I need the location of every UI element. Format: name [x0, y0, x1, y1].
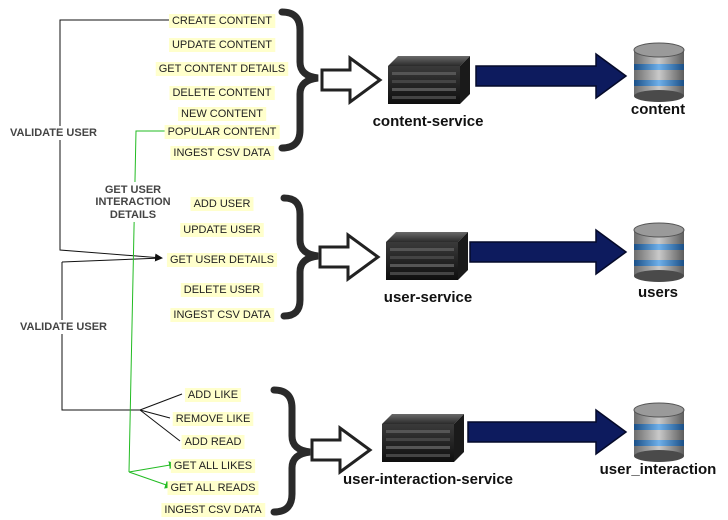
- user-hollow-arrow: [318, 232, 381, 282]
- content-endpoint-label: INGEST CSV DATA: [173, 147, 271, 159]
- user-server-icon: [386, 232, 468, 280]
- interaction-service-label: user-interaction-service: [343, 471, 513, 488]
- content-endpoint-highlight: [168, 14, 276, 28]
- content-service-label: content-service: [373, 113, 484, 130]
- interaction-label-line-2: INTERACTION: [95, 196, 170, 208]
- interaction-brace: [270, 386, 311, 516]
- green-line-trunk: [128, 130, 168, 473]
- content-database-icon: [633, 42, 685, 102]
- user-db-arrow: [469, 228, 628, 276]
- interaction-endpoint-label: GET ALL LIKES: [174, 460, 252, 472]
- content-endpoint-highlight: [164, 125, 280, 139]
- content-endpoint-highlight: [155, 62, 289, 76]
- user-brace: [280, 194, 319, 320]
- user-service-label: user-service: [384, 289, 472, 306]
- content-hollow-arrow: [320, 55, 383, 105]
- validate-user-link: [61, 257, 163, 263]
- user-endpoint-highlight: [180, 283, 264, 297]
- interaction-endpoint-label: ADD READ: [185, 436, 242, 448]
- content-endpoint-highlight: [170, 146, 275, 160]
- user-endpoint-label: INGEST CSV DATA: [173, 309, 271, 321]
- validate-user-label-2: VALIDATE USER: [20, 321, 107, 333]
- user-endpoint-label: GET USER DETAILS: [170, 254, 274, 266]
- green-line-get-all-likes: [128, 461, 177, 473]
- user-endpoint-label: ADD USER: [194, 198, 251, 210]
- content-endpoint-label: DELETE CONTENT: [172, 87, 271, 99]
- interaction-db-arrow: [467, 408, 628, 456]
- interaction-database-label: user_interaction: [600, 461, 717, 478]
- interaction-endpoint-label: GET ALL READS: [171, 482, 256, 494]
- fan-line-remove-like: [139, 409, 171, 419]
- interaction-endpoint-label: ADD LIKE: [188, 389, 238, 401]
- interaction-label-line-3: DETAILS: [110, 209, 156, 221]
- user-endpoint-label: DELETE USER: [184, 284, 260, 296]
- interaction-endpoint-highlight: [161, 503, 266, 517]
- interaction-endpoints: ADD LIKE REMOVE LIKE ADD READ GET ALL LIKES…: [161, 388, 266, 517]
- interaction-endpoint-highlight: [167, 481, 259, 495]
- interaction-endpoint-highlight: [181, 435, 245, 449]
- content-database-label: content: [631, 101, 685, 118]
- content-server-icon: [388, 56, 470, 104]
- users-database-icon: [633, 222, 685, 282]
- content-endpoint-highlight: [168, 38, 276, 52]
- user-endpoint-label: UPDATE USER: [183, 224, 260, 236]
- content-endpoint-label: UPDATE CONTENT: [172, 39, 272, 51]
- validate-user-line-2: [61, 262, 140, 411]
- interaction-server-icon: [382, 414, 464, 462]
- interaction-label-line-1: GET USER: [105, 184, 161, 196]
- interaction-database-icon: [633, 402, 685, 462]
- content-endpoints: CREATE CONTENT UPDATE CONTENT GET CONTENT …: [155, 14, 289, 160]
- content-db-arrow: [475, 52, 628, 100]
- content-endpoint-label: CREATE CONTENT: [172, 15, 272, 27]
- user-endpoint-highlight: [170, 308, 275, 322]
- validate-user-label-1: VALIDATE USER: [10, 127, 97, 139]
- content-endpoint-highlight: [178, 107, 267, 121]
- content-endpoint-highlight: [169, 86, 275, 100]
- content-endpoint-label: POPULAR CONTENT: [168, 126, 277, 138]
- content-brace: [278, 8, 319, 152]
- interaction-endpoint-highlight: [170, 459, 256, 473]
- interaction-endpoint-label: INGEST CSV DATA: [164, 504, 262, 516]
- interaction-endpoint-label: REMOVE LIKE: [176, 413, 251, 425]
- interaction-endpoint-highlight: [172, 412, 254, 426]
- user-endpoint-highlight: [166, 253, 278, 267]
- user-endpoint-highlight: [190, 197, 254, 211]
- interaction-hollow-arrow: [310, 425, 373, 475]
- fan-line-add-like: [139, 393, 183, 411]
- user-endpoint-highlight: [180, 223, 264, 237]
- content-endpoint-label: GET CONTENT DETAILS: [159, 63, 286, 75]
- interaction-endpoint-highlight: [184, 388, 242, 402]
- users-database-label: users: [638, 284, 678, 301]
- content-endpoint-label: NEW CONTENT: [181, 108, 263, 120]
- user-endpoints: ADD USER UPDATE USER GET USER DETAILS DELET…: [166, 197, 278, 322]
- fan-line-add-read: [139, 409, 181, 442]
- green-line-get-all-reads: [128, 471, 173, 489]
